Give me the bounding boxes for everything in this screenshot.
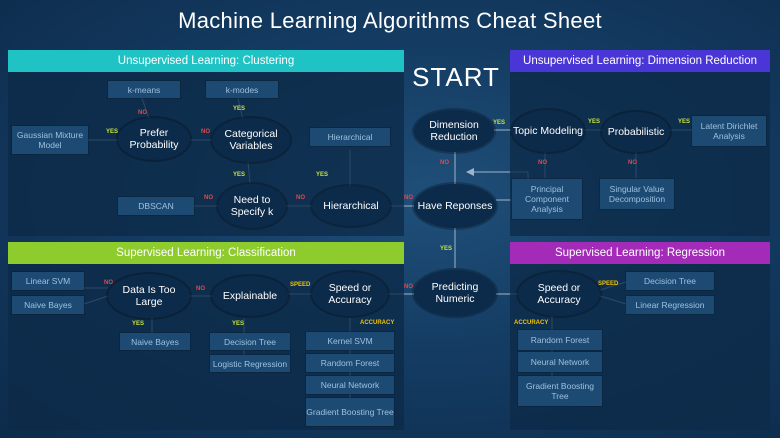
edge-label-no: NO: [104, 280, 113, 286]
have-responses-node: Have Reponses: [414, 184, 496, 228]
edge-label-yes: YES: [493, 120, 506, 126]
explainable-node: Explainable: [212, 276, 288, 316]
k-means-box: k-means: [108, 81, 180, 98]
edge-label-yes: YES: [233, 106, 246, 112]
hierarchical-algorithm-box: Hierarchical: [310, 128, 390, 146]
latent-dirichlet-analysis-box: Latent Dirichlet Analysis: [692, 116, 766, 146]
naive-bayes-box-1: Naive Bayes: [12, 296, 84, 314]
edge-label-no: NO: [440, 160, 449, 166]
gaussian-mixture-model-box: Gaussian Mixture Model: [12, 126, 88, 154]
categorical-variables-node: Categorical Variables: [212, 118, 290, 162]
dimension-reduction-header: Unsupervised Learning: Dimension Reducti…: [510, 50, 770, 72]
classification-header: Supervised Learning: Classification: [8, 242, 404, 264]
speed-or-accuracy-classification-node: Speed or Accuracy: [312, 272, 388, 316]
clustering-header: Unsupervised Learning: Clustering: [8, 50, 404, 72]
edge-label-no: NO: [138, 110, 147, 116]
edge-label-yes: YES: [233, 172, 246, 178]
gradient-boosting-tree-classification-box: Gradient Boosting Tree: [306, 398, 394, 426]
edge-label-no: NO: [196, 286, 205, 292]
decision-tree-classification-box: Decision Tree: [210, 333, 290, 350]
naive-bayes-box-2: Naive Bayes: [120, 333, 190, 350]
prefer-probability-node: Prefer Probability: [118, 118, 190, 160]
edge-label-yes: YES: [132, 321, 145, 327]
principal-component-analysis-box: Principal Component Analysis: [512, 179, 582, 219]
edge-label-no: NO: [201, 129, 210, 135]
hierarchical-node: Hierarchical: [312, 186, 390, 226]
predicting-numeric-node: Predicting Numeric: [414, 270, 496, 316]
neural-network-classification-box: Neural Network: [306, 376, 394, 394]
linear-svm-box: Linear SVM: [12, 272, 84, 290]
edge-label-speed: SPEED: [290, 282, 311, 288]
singular-value-decomposition-box: Singular Value Decomposition: [600, 179, 674, 209]
edge-label-accuracy: ACCURACY: [514, 320, 549, 326]
decision-tree-regression-box: Decision Tree: [626, 272, 714, 290]
edge-label-yes: YES: [440, 246, 453, 252]
random-forest-classification-box: Random Forest: [306, 354, 394, 372]
speed-or-accuracy-regression-node: Speed or Accuracy: [518, 272, 600, 316]
need-to-specify-k-node: Need to Specify k: [218, 184, 286, 228]
edge-label-yes: YES: [678, 119, 691, 125]
kernel-svm-box: Kernel SVM: [306, 332, 394, 350]
topic-modeling-node: Topic Modeling: [512, 110, 584, 152]
neural-network-regression-box: Neural Network: [518, 352, 602, 372]
edge-label-no: NO: [296, 195, 305, 201]
edge-label-no: NO: [538, 160, 547, 166]
logistic-regression-box: Logistic Regression: [210, 355, 290, 372]
edge-label-accuracy: ACCURACY: [360, 320, 395, 326]
linear-regression-box: Linear Regression: [626, 296, 714, 314]
data-too-large-node: Data Is Too Large: [108, 274, 190, 318]
dimension-reduction-node: Dimension Reduction: [414, 110, 494, 152]
edge-label-yes: YES: [106, 129, 119, 135]
dbscan-box: DBSCAN: [118, 197, 194, 215]
regression-header: Supervised Learning: Regression: [510, 242, 770, 264]
edge-label-yes: YES: [232, 321, 245, 327]
start-label: START: [412, 62, 500, 92]
gradient-boosting-tree-regression-box: Gradient Boosting Tree: [518, 376, 602, 406]
probabilistic-node: Probabilistic: [602, 112, 670, 152]
edge-label-no: NO: [628, 160, 637, 166]
edge-label-no: NO: [204, 195, 213, 201]
edge-label-yes: YES: [316, 172, 329, 178]
k-modes-box: k-modes: [206, 81, 278, 98]
edge-label-no: NO: [404, 195, 413, 201]
edge-label-no: NO: [404, 284, 413, 290]
edge-label-yes: YES: [588, 119, 601, 125]
random-forest-regression-box: Random Forest: [518, 330, 602, 350]
edge-label-speed: SPEED: [598, 281, 619, 287]
page-title: Machine Learning Algorithms Cheat Sheet: [178, 8, 602, 33]
